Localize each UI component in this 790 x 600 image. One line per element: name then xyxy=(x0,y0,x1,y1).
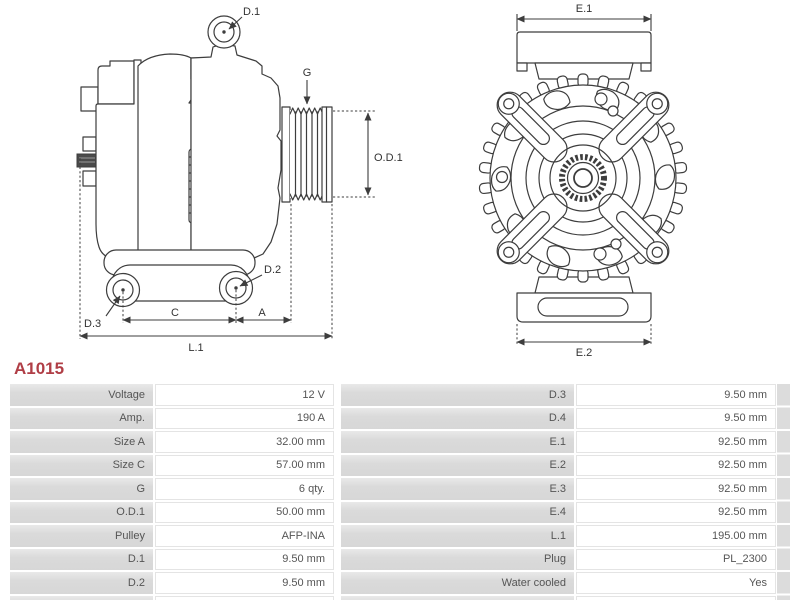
connector-plug xyxy=(76,153,98,168)
spec-label-cutoff xyxy=(341,595,574,600)
spec-label: Amp. xyxy=(10,407,153,429)
spec-label: D.2 xyxy=(10,572,153,594)
pulley-rear-flange xyxy=(281,106,291,203)
spec-value: PL_2300 xyxy=(576,548,776,570)
spec-value: 92.50 mm xyxy=(576,431,776,453)
dim-label-e1: E.1 xyxy=(576,3,593,15)
dim-label-d3: D.3 xyxy=(84,318,101,330)
spec-value: Yes xyxy=(576,572,776,594)
technical-drawing-area: D.1 G O.D.1 D.2 D.3 C A L.1 xyxy=(76,3,688,359)
spec-table-left: Voltage 12 V Amp. 190 A Size A 32.00 mm … xyxy=(10,384,334,600)
spec-label: D.3 xyxy=(341,384,574,406)
spec-label: E.3 xyxy=(341,478,574,500)
dim-label-e2: E.2 xyxy=(576,347,593,358)
spec-label: L.1 xyxy=(341,525,574,547)
spec-label: Water cooled xyxy=(341,572,574,594)
spec-value: 57.00 mm xyxy=(155,454,334,476)
spec-label: D.4 xyxy=(341,407,574,429)
bottom-bracket-slot xyxy=(537,297,629,317)
spec-value: 190 A xyxy=(155,407,334,429)
alternator-dimension-diagram: D.1 G O.D.1 D.2 D.3 C A L.1 xyxy=(76,3,688,359)
spec-label: D.1 xyxy=(10,548,153,570)
bolt-hole xyxy=(593,247,607,261)
dim-label-od1: O.D.1 xyxy=(374,152,403,164)
bolt-hole xyxy=(610,238,622,250)
part-number-title: A1015 xyxy=(14,359,65,378)
spec-value: AFP-INA xyxy=(155,525,334,547)
spec-value: 32.00 mm xyxy=(155,431,334,453)
spec-value: 92.50 mm xyxy=(576,501,776,523)
spec-label: Pulley xyxy=(10,525,153,547)
spec-value: 9.50 mm xyxy=(155,572,334,594)
rear-terminal-lower xyxy=(82,170,97,187)
spec-label: Size A xyxy=(10,431,153,453)
dim-label-c: C xyxy=(171,307,179,319)
bolt-hole xyxy=(594,92,608,106)
dim-label-d1: D.1 xyxy=(243,6,260,18)
front-housing xyxy=(190,44,282,260)
spec-value-cutoff xyxy=(576,595,776,600)
alternator-rear-view: E.1 E.2 xyxy=(478,3,688,359)
spec-value: 9.50 mm xyxy=(576,384,776,406)
spec-value: 50.00 mm xyxy=(155,501,334,523)
spec-value: 92.50 mm xyxy=(576,478,776,500)
spec-label: Size C xyxy=(10,454,153,476)
spec-value: 12 V xyxy=(155,384,334,406)
spec-table-container: Voltage 12 V Amp. 190 A Size A 32.00 mm … xyxy=(10,384,776,600)
spec-label: O.D.1 xyxy=(10,501,153,523)
dim-label-g: G xyxy=(303,67,312,79)
spec-value-cutoff xyxy=(155,595,334,600)
table-next-column-sliver xyxy=(777,384,790,600)
alternator-side-view: D.1 G O.D.1 D.2 D.3 C A L.1 xyxy=(76,6,403,354)
spec-label: Plug xyxy=(341,548,574,570)
top-bracket xyxy=(516,31,652,64)
spec-value: 195.00 mm xyxy=(576,525,776,547)
spec-value: 9.50 mm xyxy=(155,548,334,570)
bolt-hole xyxy=(495,170,509,184)
rear-terminal-small xyxy=(82,136,97,152)
spec-label: E.4 xyxy=(341,501,574,523)
spec-label: E.2 xyxy=(341,454,574,476)
dim-label-a: A xyxy=(258,307,266,319)
rear-cover-top-block xyxy=(97,60,135,105)
spec-value: 9.50 mm xyxy=(576,407,776,429)
shaft-spline xyxy=(559,154,607,202)
dim-label-d2: D.2 xyxy=(264,264,281,276)
spec-value: 6 qty. xyxy=(155,478,334,500)
spec-label: Voltage xyxy=(10,384,153,406)
spec-label-cutoff xyxy=(10,595,153,600)
dim-label-l1: L.1 xyxy=(188,342,203,354)
spec-value: 92.50 mm xyxy=(576,454,776,476)
spec-label: G xyxy=(10,478,153,500)
spec-table-right: D.3 9.50 mm D.4 9.50 mm E.1 92.50 mm E.2… xyxy=(341,384,776,600)
spec-label: E.1 xyxy=(341,431,574,453)
stator-housing xyxy=(137,53,192,260)
bolt-hole xyxy=(607,105,619,117)
